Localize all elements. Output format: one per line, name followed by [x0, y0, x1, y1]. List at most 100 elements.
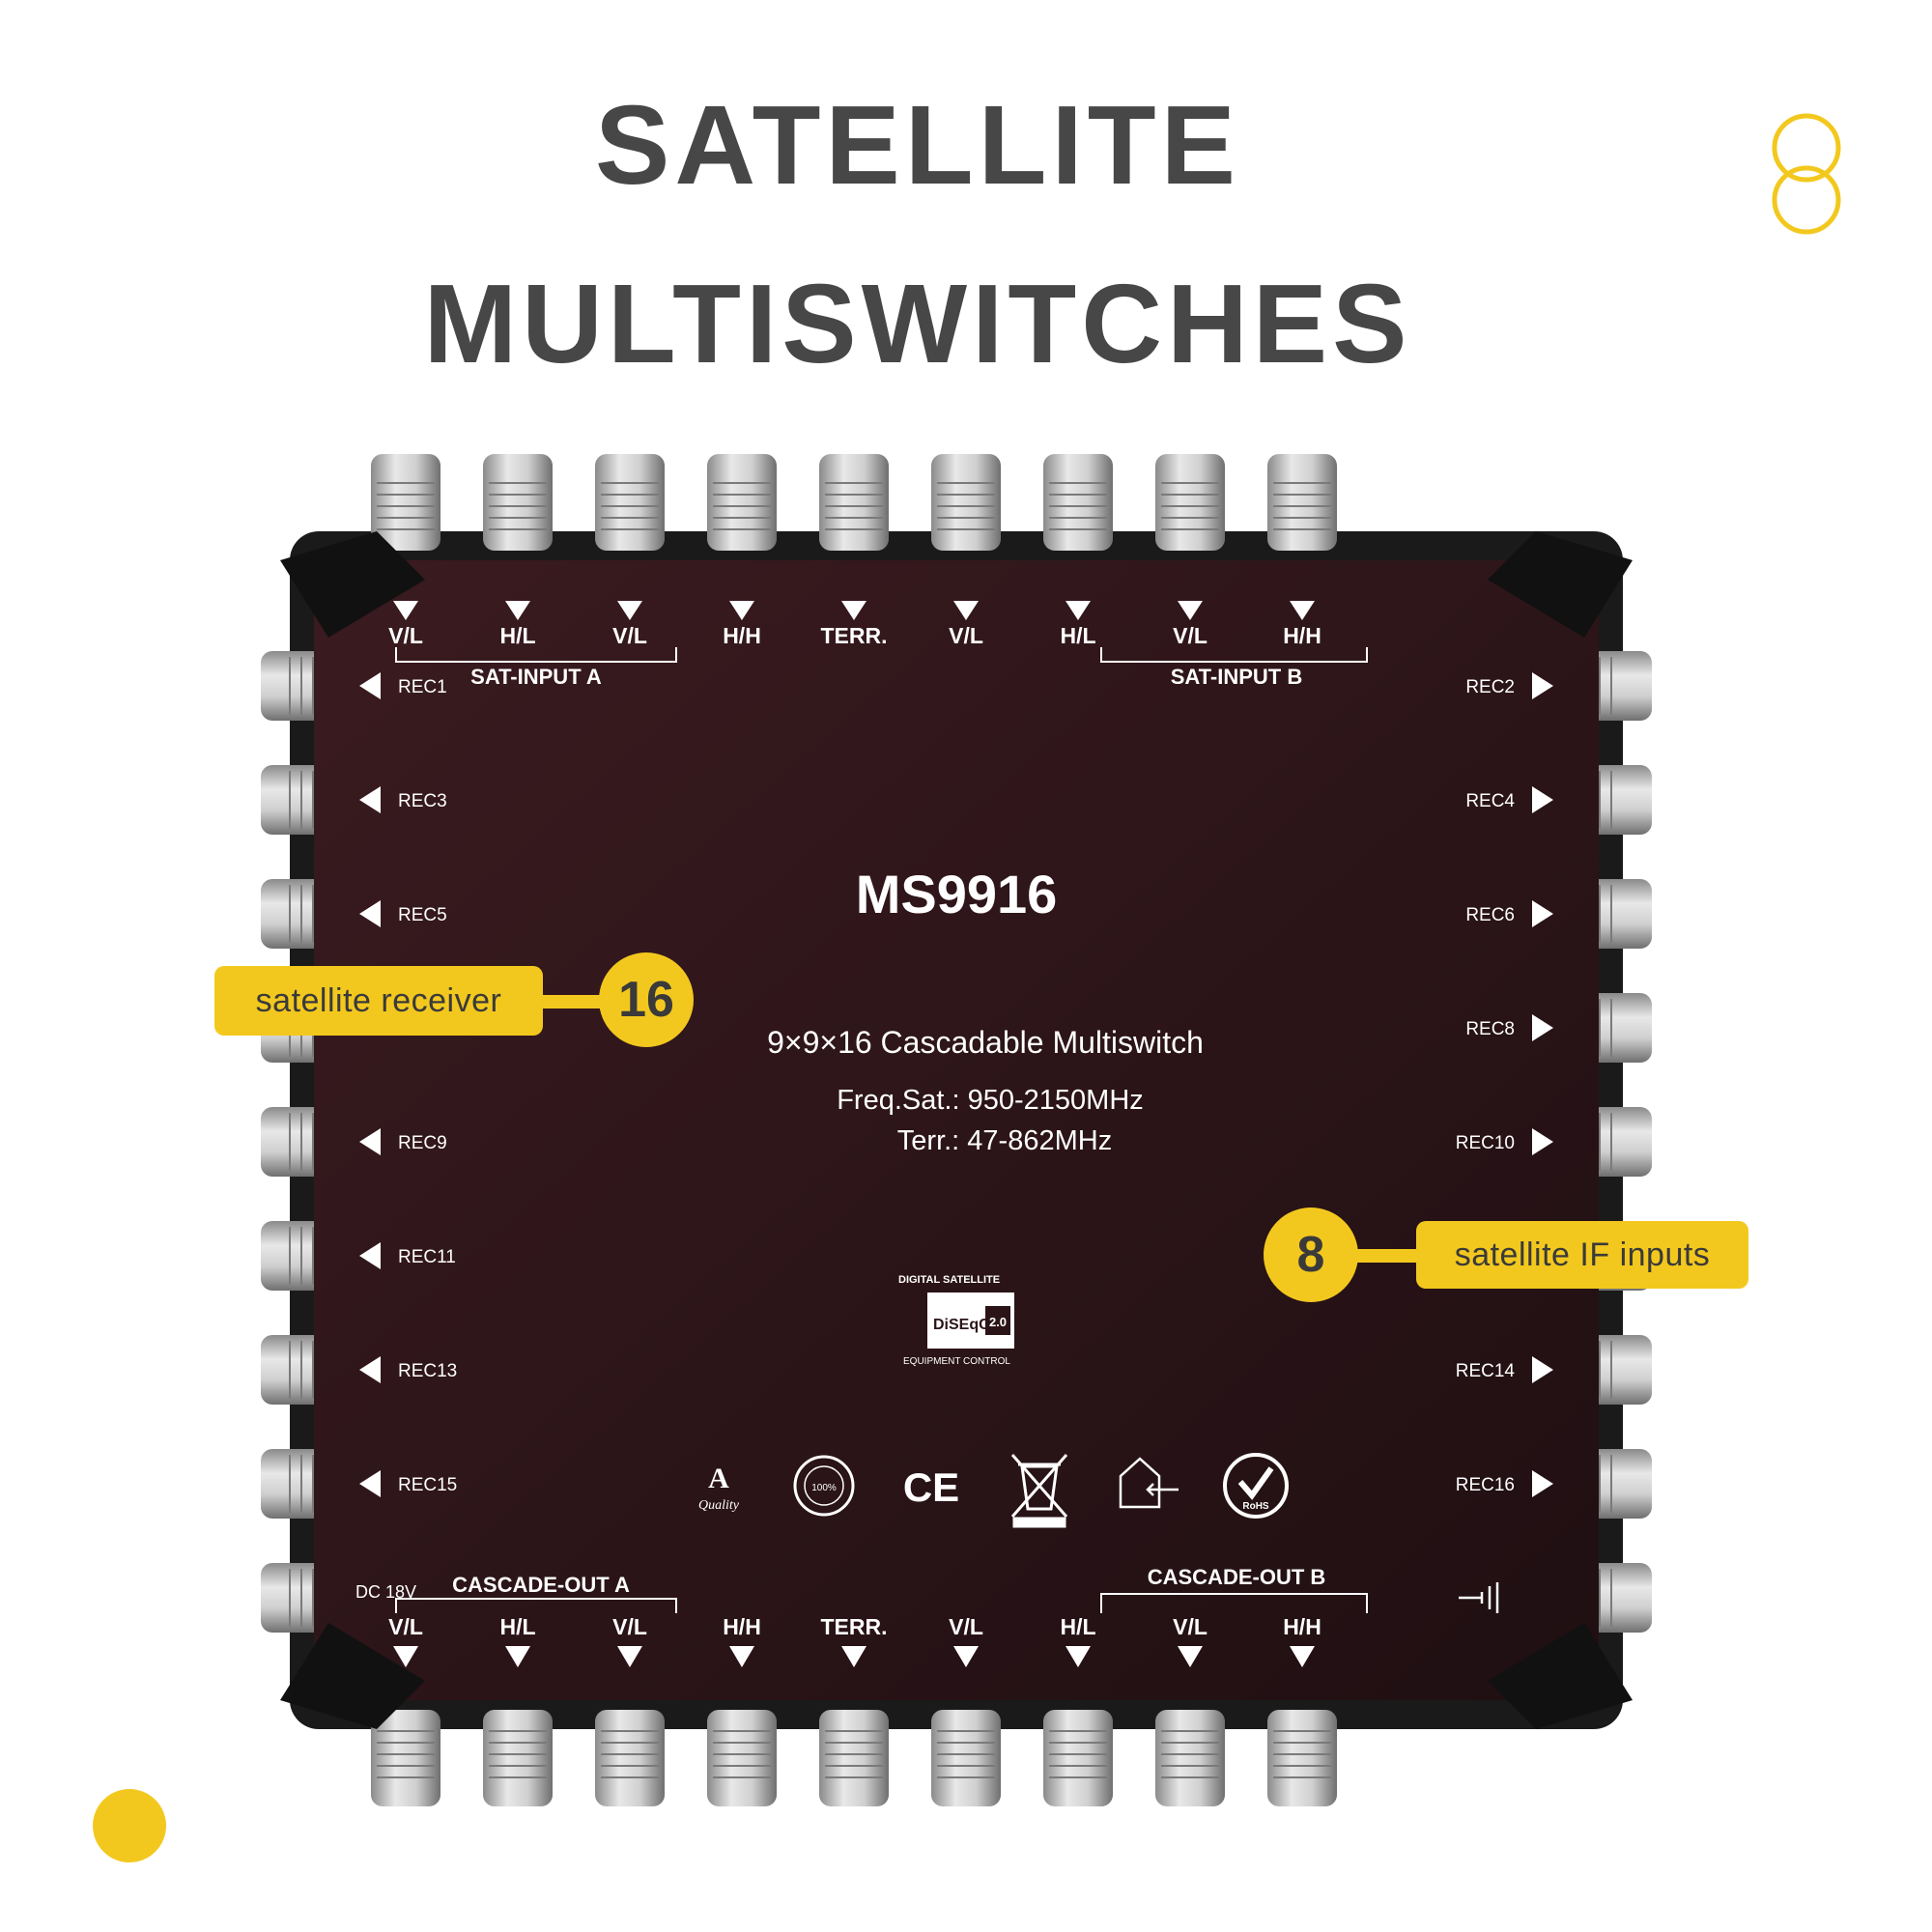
receiver-arrow-icon — [359, 1242, 381, 1269]
output-arrow-icon — [953, 1646, 979, 1667]
bottom-port-label: H/L — [499, 1614, 535, 1639]
coax-connector — [371, 1710, 440, 1806]
bottom-port-label: V/L — [949, 1614, 983, 1639]
input-arrow-icon — [729, 601, 754, 620]
receiver-port-label: REC15 — [398, 1475, 457, 1495]
receiver-arrow-icon — [359, 900, 381, 927]
receiver-port-label: REC13 — [398, 1361, 457, 1381]
output-arrow-icon — [1290, 1646, 1315, 1667]
bottom-port-label: V/L — [388, 1614, 423, 1639]
callout-receiver-connector — [536, 995, 613, 1009]
indoor-use-icon — [1119, 1457, 1179, 1509]
input-arrow-icon — [953, 601, 979, 620]
output-arrow-icon — [729, 1646, 754, 1667]
receiver-arrow-icon — [359, 672, 381, 699]
coax-connector — [1267, 454, 1337, 551]
callout-inputs-connector — [1350, 1249, 1428, 1263]
receiver-port-label: REC6 — [1465, 905, 1515, 925]
input-arrow-icon — [1065, 601, 1091, 620]
quality-a-icon: A Quality — [698, 1463, 740, 1513]
receiver-port-label: REC9 — [398, 1133, 447, 1153]
top-port-label: H/L — [499, 623, 535, 648]
receiver-port-label: REC1 — [398, 677, 447, 697]
coax-connector — [819, 454, 889, 551]
cascade-out-a-label: CASCADE-OUT A — [452, 1573, 630, 1597]
coax-connector — [1043, 1710, 1113, 1806]
top-port-label: TERR. — [821, 623, 888, 648]
svg-text:100%: 100% — [811, 1483, 837, 1493]
coax-connector — [707, 1710, 777, 1806]
front-panel — [314, 560, 1599, 1700]
receiver-port-label: REC10 — [1456, 1133, 1515, 1153]
coax-connector — [1267, 1710, 1337, 1806]
coax-connector — [371, 454, 440, 551]
receiver-arrow-icon — [1532, 1014, 1553, 1041]
input-arrow-icon — [393, 601, 418, 620]
decorative-rings-icon — [1772, 113, 1841, 235]
svg-text:DiSEqC: DiSEqC — [933, 1317, 990, 1333]
top-port-label: H/H — [1283, 623, 1321, 648]
coax-connector — [819, 1710, 889, 1806]
receiver-arrow-icon — [1532, 1470, 1553, 1497]
headline-line-1: SATELLITE — [595, 82, 1240, 208]
sat-input-b-label: SAT-INPUT B — [1171, 665, 1302, 689]
bottom-port-label: H/L — [1060, 1614, 1095, 1639]
svg-text:DIGITAL SATELLITE: DIGITAL SATELLITE — [898, 1274, 1000, 1286]
model-name: MS9916 — [856, 864, 1058, 924]
receiver-arrow-icon — [1532, 672, 1553, 699]
output-arrow-icon — [1178, 1646, 1203, 1667]
top-port-label: V/L — [612, 623, 647, 648]
headline-line-2: MULTISWITCHES — [423, 261, 1412, 386]
top-port-label: V/L — [388, 623, 423, 648]
coax-connector — [1043, 454, 1113, 551]
rohs-icon: RoHS — [1223, 1453, 1289, 1519]
output-arrow-icon — [393, 1646, 418, 1667]
sat-input-a-label: SAT-INPUT A — [470, 665, 602, 689]
receiver-port-label: REC3 — [398, 791, 447, 811]
svg-text:Quality: Quality — [698, 1498, 740, 1513]
top-connectors — [371, 454, 1337, 551]
receiver-arrow-icon — [1532, 900, 1553, 927]
diseqc-logo-icon: DIGITAL SATELLITE DiSEqC 2.0 EQUIPMENT C… — [898, 1274, 1014, 1367]
output-arrow-icon — [617, 1646, 642, 1667]
ground-icon — [1459, 1582, 1499, 1613]
output-arrow-icon — [505, 1646, 530, 1667]
coax-connector — [1155, 1710, 1225, 1806]
coax-connector — [931, 1710, 1001, 1806]
coax-connector — [483, 1710, 553, 1806]
corner-bracket — [280, 1623, 425, 1729]
svg-text:A: A — [708, 1463, 729, 1494]
bottom-port-label: H/H — [723, 1614, 761, 1639]
dc-voltage-label: DC 18V — [355, 1582, 416, 1602]
top-port-label: V/L — [949, 623, 983, 648]
callout-inputs-label: satellite IF inputs — [1416, 1221, 1748, 1289]
sat-frequency: Freq.Sat.: 950-2150MHz — [837, 1085, 1144, 1116]
coax-connector — [1155, 454, 1225, 551]
ce-mark-icon: CE — [903, 1464, 959, 1510]
terr-frequency: Terr.: 47-862MHz — [897, 1125, 1112, 1156]
bottom-port-label: H/H — [1283, 1614, 1321, 1639]
corner-bracket — [280, 531, 425, 638]
coax-connector — [483, 454, 553, 551]
callout-receiver-label: satellite receiver — [214, 966, 543, 1036]
receiver-port-label: REC16 — [1456, 1475, 1515, 1495]
callout-receiver-count: 16 — [599, 952, 694, 1047]
callout-inputs-count: 8 — [1264, 1208, 1358, 1302]
receiver-port-label: REC8 — [1465, 1019, 1515, 1039]
receiver-arrow-icon — [359, 1128, 381, 1155]
bottom-connectors — [371, 1710, 1337, 1806]
corner-bracket — [1488, 531, 1633, 638]
top-port-label: V/L — [1173, 623, 1208, 648]
top-port-label: H/L — [1060, 623, 1095, 648]
receiver-port-label: REC4 — [1465, 791, 1515, 811]
coax-connector — [595, 1710, 665, 1806]
bottom-port-label: V/L — [1173, 1614, 1208, 1639]
receiver-arrow-icon — [1532, 1128, 1553, 1155]
weee-bin-icon — [1010, 1454, 1068, 1528]
multiswitch-device: V/L H/L V/L H/H TERR. V/L H/L V/L H/H V/L H/L V/L H… — [261, 454, 1652, 1806]
receiver-arrow-icon — [1532, 786, 1553, 813]
coax-connector — [595, 454, 665, 551]
receiver-port-label: REC11 — [398, 1247, 456, 1267]
cascade-out-b-label: CASCADE-OUT B — [1148, 1565, 1326, 1589]
receiver-arrow-icon — [359, 1470, 381, 1497]
